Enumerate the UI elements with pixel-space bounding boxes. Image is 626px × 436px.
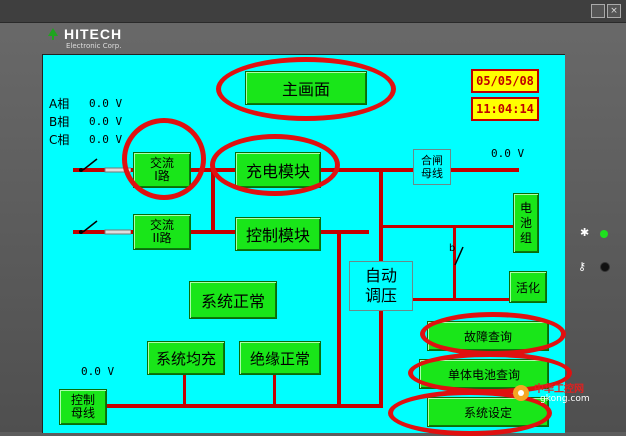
close-icon[interactable]: × xyxy=(607,4,621,18)
phase-b-label: B相 xyxy=(49,115,70,129)
brand-logo: HITECH xyxy=(64,26,123,42)
ac1-input-line xyxy=(73,168,133,172)
window-titlebar: × xyxy=(0,0,626,23)
phase-b-value: 0.0 V xyxy=(89,115,123,128)
control-bus-button[interactable]: 控制 母线 xyxy=(59,389,107,425)
tree-logo-icon xyxy=(48,28,58,40)
bus-voltage-value: 0.0 V xyxy=(491,147,525,160)
ac2-switch-icon xyxy=(79,220,131,235)
insulation-normal-status: 绝缘正常 xyxy=(239,341,321,375)
auto-regulate-box: 自动 调压 xyxy=(349,261,413,311)
charge-module-button[interactable]: 充电模块 xyxy=(235,152,321,188)
activate-button[interactable]: 活化 xyxy=(509,271,547,303)
minimize-icon[interactable] xyxy=(591,4,605,18)
ac-tie-line xyxy=(211,168,215,234)
main-screen-button[interactable]: 主画面 xyxy=(245,71,367,105)
battery-branch-line xyxy=(383,225,513,228)
sun-icon: ✱ xyxy=(580,226,590,239)
ac1-switch-icon xyxy=(79,158,131,173)
power-lamp xyxy=(600,230,608,238)
phase-a-value: 0.0 V xyxy=(89,97,123,110)
system-equalize-button[interactable]: 系统均充 xyxy=(147,341,225,375)
system-settings-button[interactable]: 系统设定 xyxy=(427,397,549,427)
control-drop-line xyxy=(337,230,341,407)
bottom-bus xyxy=(103,404,383,408)
ac1-button[interactable]: 交流 I路 xyxy=(133,152,191,188)
cell-query-button[interactable]: 单体电池查询 xyxy=(419,359,549,389)
phase-a-label: A相 xyxy=(49,97,70,111)
watermark-title: 中华工控网 xyxy=(534,384,584,395)
control-bus-voltage-value: 0.0 V xyxy=(81,365,115,378)
date-display: 05/05/08 xyxy=(471,69,539,93)
watermark: 中华工控网 gkong.com xyxy=(510,378,620,418)
hmi-screen: b A相 0.0 V B相 0.0 V C相 0.0 V 主画面 05/05/0… xyxy=(42,54,565,433)
gear-icon xyxy=(513,385,529,401)
brand-subtitle: Electronic Corp. xyxy=(66,42,122,50)
phase-c-value: 0.0 V xyxy=(89,133,123,146)
closing-bus-box: 合闸 母线 xyxy=(413,149,451,185)
brand: HITECH Electronic Corp. xyxy=(50,26,122,50)
ac2-button[interactable]: 交流 II路 xyxy=(133,214,191,250)
battery-group-button[interactable]: 电 池 组 xyxy=(513,193,539,253)
system-normal-status: 系统正常 xyxy=(189,281,277,319)
fault-query-button[interactable]: 故障查询 xyxy=(427,321,549,351)
equalize-drop xyxy=(183,373,186,406)
control-module-button[interactable]: 控制模块 xyxy=(235,217,321,251)
key-icon: ⚷ xyxy=(578,260,587,273)
phase-c-label: C相 xyxy=(49,133,70,147)
battery-switch-line xyxy=(453,225,456,300)
status-lamp xyxy=(600,262,610,272)
insulation-drop xyxy=(273,373,276,406)
battery-switch-icon: b xyxy=(449,243,464,266)
control-out-line xyxy=(319,230,369,234)
watermark-url: gkong.com xyxy=(540,394,590,404)
ac2-input-line xyxy=(73,230,133,234)
svg-text:b: b xyxy=(449,243,455,254)
activate-branch-line xyxy=(383,298,513,301)
time-display: 11:04:14 xyxy=(471,97,539,121)
